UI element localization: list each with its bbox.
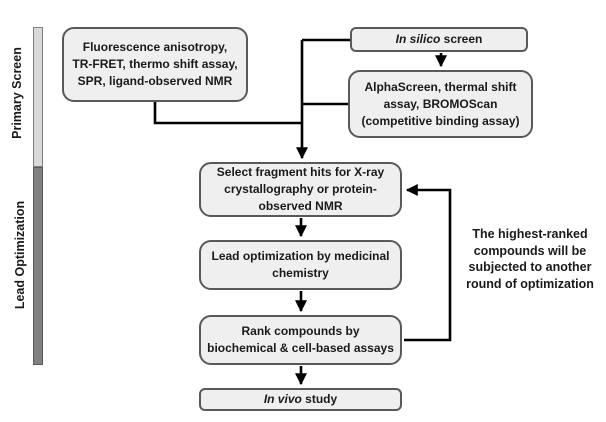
node-text-line: chemistry: [272, 266, 329, 280]
feedback-note-line: round of optimization: [466, 276, 594, 291]
node-text-line: In silico screen: [396, 31, 483, 48]
node-in-silico-screen: In silico screen: [350, 27, 528, 52]
node-select-fragments: Select fragment hits for X-ray crystallo…: [199, 162, 402, 217]
connector-primary-assays-to-junction: [153, 101, 302, 125]
lead-optimization-label: Lead Optimization: [13, 200, 27, 310]
feedback-note-line: The highest-ranked: [472, 227, 588, 241]
node-secondary-assays: AlphaScreen, thermal shift assay, BROMOS…: [348, 70, 533, 138]
node-text-line: Fluorescence anisotropy,: [82, 40, 228, 54]
node-text-line: AlphaScreen, thermal shift: [364, 79, 517, 94]
node-primary-assays: Fluorescence anisotropy, TR-FRET, thermo…: [62, 27, 248, 102]
node-rank-compounds: Rank compounds by biochemical & cell-bas…: [199, 315, 402, 365]
node-text-line: TR-FRET, thermo shift assay,: [72, 57, 238, 71]
node-text-line: observed NMR: [258, 199, 343, 213]
node-text-line: biochemical & cell-based assays: [207, 341, 394, 355]
primary-screen-label: Primary Screen: [10, 47, 24, 139]
node-lead-optimization: Lead optimization by medicinal chemistry: [199, 240, 402, 290]
node-text-line: crystallography or protein-: [224, 182, 377, 196]
in-silico-rest-text: screen: [440, 32, 483, 46]
arrow-feedback-loop: [404, 184, 452, 342]
feedback-note-line: compounds will be: [473, 243, 587, 258]
node-text-line: SPR, ligand-observed NMR: [77, 74, 233, 88]
node-text-line: Select fragment hits for X-ray: [216, 165, 385, 179]
in-silico-italic-text: In silico: [395, 32, 441, 46]
feedback-note-line: subjected to another: [468, 260, 592, 274]
node-text-line: assay, BROMOScan: [383, 96, 498, 111]
node-text-line: Lead optimization by medicinal: [211, 249, 390, 263]
primary-screen-phase-bar: [33, 27, 43, 167]
node-text-line: Rank compounds by: [241, 324, 360, 338]
feedback-note: The highest-ranked compounds will be sub…: [452, 226, 606, 292]
node-text-line: (competitive binding assay): [361, 113, 520, 128]
in-vivo-rest-text: study: [301, 392, 338, 406]
node-text-line: In vivo study: [264, 391, 337, 408]
node-in-vivo-study: In vivo study: [199, 388, 402, 411]
in-vivo-italic-text: In vivo: [263, 392, 302, 406]
lead-optimization-phase-bar: [33, 167, 43, 365]
